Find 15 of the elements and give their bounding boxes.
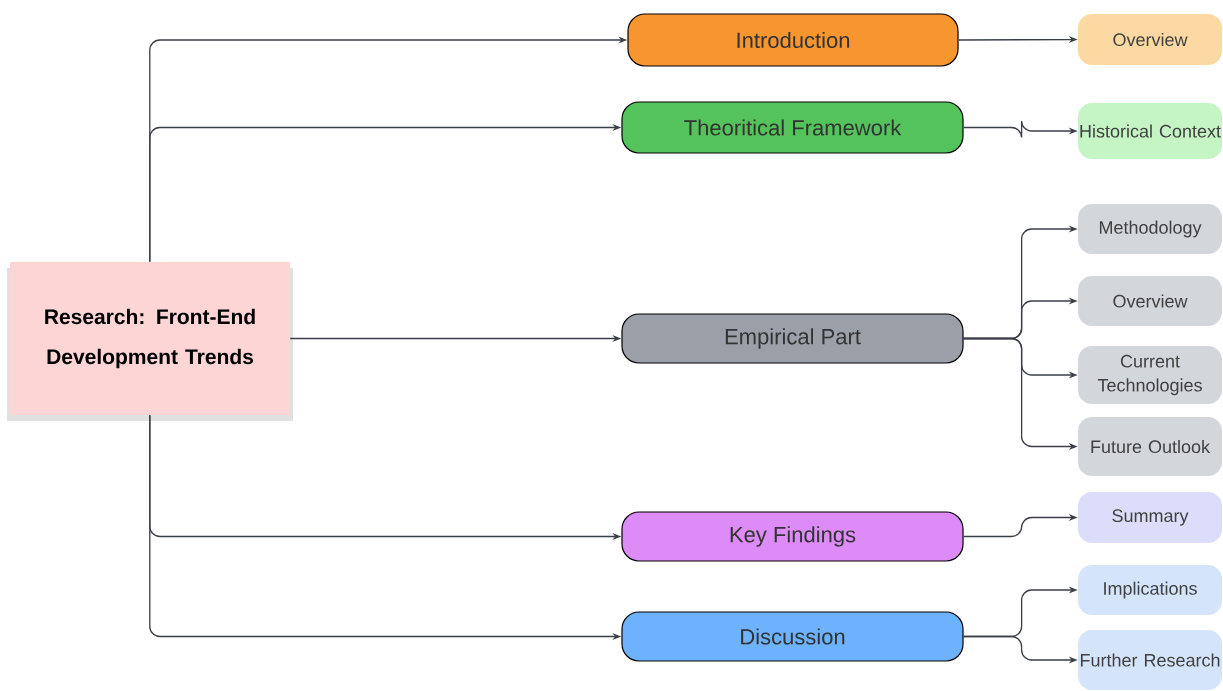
- subtopic-box: Further Research: [1078, 630, 1222, 690]
- subtopic-box: Overview: [1078, 276, 1222, 326]
- subtopic-box: Future Outlook: [1078, 417, 1222, 476]
- section-box: Empirical Part: [621, 313, 964, 364]
- section-box: Key Findings: [621, 511, 964, 562]
- subtopic-box: Summary: [1078, 492, 1222, 543]
- section-box: Discussion: [621, 611, 964, 662]
- subtopic-box: Historical Context: [1078, 103, 1222, 159]
- subtopic-box: Current Technologies: [1078, 346, 1222, 404]
- subtopic-box: Methodology: [1078, 204, 1222, 254]
- subtopic-box: Overview: [1078, 14, 1222, 65]
- section-box: Theoritical Framework: [621, 101, 964, 154]
- subtopic-box: Implications: [1078, 565, 1222, 615]
- section-box: Introduction: [627, 13, 959, 67]
- topic-box: Research: Front-End Development Trends: [7, 262, 293, 421]
